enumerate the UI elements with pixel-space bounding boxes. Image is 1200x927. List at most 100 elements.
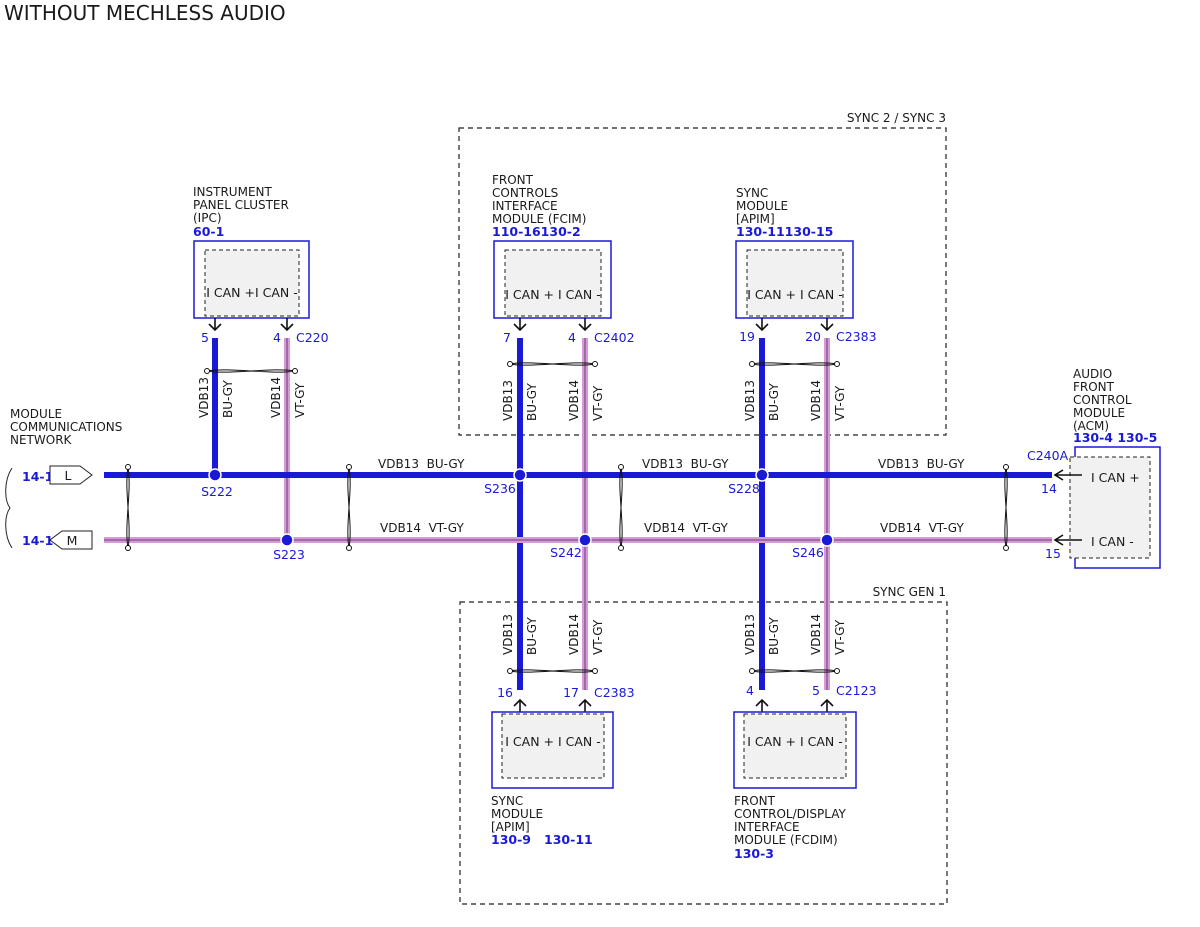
vertical-wires <box>212 338 830 690</box>
acm-pin-a: 14 <box>1041 481 1057 496</box>
fcim-pin-arrow-b <box>578 318 592 332</box>
apim-bottom-box-label: I CAN + I CAN - <box>505 734 600 749</box>
fcdim-pin-arrow-a <box>755 698 769 712</box>
fcim-connector: C2402 <box>594 330 635 345</box>
apim-bottom-wire-a-id: VDB13 <box>501 614 515 655</box>
mcn-brace <box>5 467 13 549</box>
ipc-inner-box <box>204 249 300 317</box>
fcdim-name-4: MODULE (FCDIM) <box>734 833 838 847</box>
apim-bottom-name-1: SYNC <box>491 794 523 808</box>
mcn-label-1: MODULE <box>10 407 62 421</box>
bus-twist-markers <box>125 464 1009 551</box>
apim-bottom-name-2: MODULE <box>491 807 543 821</box>
fcim-name-1: FRONT <box>492 173 534 187</box>
ipc-box-label: I CAN +I CAN - <box>206 285 298 300</box>
fcdim-name-2: CONTROL/DISPLAY <box>734 807 847 821</box>
apim-top-ref: 130-11130-15 <box>736 224 833 239</box>
apim-top-wire-b-color: VT-GY <box>833 385 847 421</box>
acm-line-b: I CAN - <box>1091 534 1134 549</box>
acm-pin-arrow-b <box>1053 534 1082 546</box>
splice-label-s242: S242 <box>550 545 582 560</box>
bus-label-low-2: VDB14 VT-GY <box>644 521 728 535</box>
acm-module: AUDIO FRONT CONTROL MODULE (ACM) 130-4 1… <box>1027 367 1161 569</box>
bus-label-high-1: VDB13 BU-GY <box>378 457 465 471</box>
apim-top-module: SYNC MODULE [APIM] 130-11130-15 I CAN + … <box>735 186 877 421</box>
fcdim-wire-b-id: VDB14 <box>809 614 823 655</box>
fcdim-module: VDB13 BU-GY VDB14 VT-GY 4 5 C2123 I CAN … <box>733 614 877 861</box>
apim-top-name-2: MODULE <box>736 199 788 213</box>
conn-l-ref: 14-1 <box>22 469 53 484</box>
fcdim-wire-b-color: VT-GY <box>833 619 847 655</box>
fcim-name-3: INTERFACE <box>492 199 558 213</box>
diagram-title: WITHOUT MECHLESS AUDIO <box>4 1 286 25</box>
bus-wire-labels: VDB13 BU-GY VDB13 BU-GY VDB13 BU-GY VDB1… <box>378 457 965 535</box>
apim-top-pin-a: 19 <box>739 329 755 344</box>
acm-name-1: AUDIO <box>1073 367 1112 381</box>
fcdim-wire-a-id: VDB13 <box>743 614 757 655</box>
fcdim-name-1: FRONT <box>734 794 776 808</box>
apim-bottom-pin-arrow-a <box>513 698 527 712</box>
ipc-module: INSTRUMENT PANEL CLUSTER (IPC) 60-1 I CA… <box>193 185 329 418</box>
apim-bottom-pin-b: 17 <box>563 685 579 700</box>
fcim-inner-box <box>504 249 602 317</box>
fcim-wire-b-id: VDB14 <box>567 380 581 421</box>
apim-top-pin-arrow-b <box>820 318 834 332</box>
bus-label-low-3: VDB14 VT-GY <box>880 521 964 535</box>
apim-top-wire-b-id: VDB14 <box>809 380 823 421</box>
fcim-name-4: MODULE (FCIM) <box>492 212 586 226</box>
fcdim-wire-a-color: BU-GY <box>767 617 781 655</box>
acm-name-4: MODULE <box>1073 406 1125 420</box>
ipc-name-3: (IPC) <box>193 211 222 225</box>
fcim-module: FRONT CONTROLS INTERFACE MODULE (FCIM) 1… <box>492 173 635 421</box>
conn-m-ref: 14-1 <box>22 533 53 548</box>
sync23-region <box>458 127 947 436</box>
acm-pin-arrow-a <box>1053 469 1082 481</box>
fcim-wire-a-color: BU-GY <box>525 383 539 421</box>
splice-label-s246: S246 <box>792 545 824 560</box>
apim-bottom-wire-b-color: VT-GY <box>591 619 605 655</box>
ipc-name-1: INSTRUMENT <box>193 185 272 199</box>
splice-s242 <box>578 533 592 547</box>
apim-top-name-3: [APIM] <box>736 212 775 226</box>
splice-s246 <box>820 533 834 547</box>
bus-label-low-1: VDB14 VT-GY <box>380 521 464 535</box>
splice-dots <box>208 468 834 547</box>
acm-pin-b: 15 <box>1045 546 1061 561</box>
apim-top-pin-arrow-a <box>755 318 769 332</box>
apim-top-wire-a-id: VDB13 <box>743 380 757 421</box>
conn-m-letter: M <box>67 533 78 548</box>
fcim-pin-b: 4 <box>568 330 576 345</box>
apim-bottom-wire-b-id: VDB14 <box>567 614 581 655</box>
fcdim-inner-box <box>743 713 847 779</box>
bus-label-high-2: VDB13 BU-GY <box>642 457 729 471</box>
apim-bottom-pin-a: 16 <box>497 685 513 700</box>
apim-bottom-connector: C2383 <box>594 685 635 700</box>
mcn-label-3: NETWORK <box>10 433 73 447</box>
apim-bottom-ref: 130-9 130-11 <box>491 832 593 847</box>
vertical-twist-markers <box>204 361 840 674</box>
apim-top-inner-box <box>746 249 844 317</box>
splice-s222 <box>208 468 222 482</box>
conn-l-tag <box>49 465 93 485</box>
fcim-wire-a-id: VDB13 <box>501 380 515 421</box>
apim-bottom-pin-arrow-b <box>578 698 592 712</box>
module-communications-network: MODULE COMMUNICATIONS NETWORK 14-1 L 14-… <box>5 407 122 550</box>
acm-name-5: (ACM) <box>1073 419 1109 433</box>
apim-top-pin-b: 20 <box>805 329 821 344</box>
fcim-box-label: I CAN + I CAN - <box>505 287 600 302</box>
acm-line-a: I CAN + <box>1091 470 1140 485</box>
apim-bottom-module: VDB13 BU-GY VDB14 VT-GY 16 17 C2383 I CA… <box>491 614 635 847</box>
splice-label-s228: S228 <box>728 481 760 496</box>
conn-l-letter: L <box>65 468 72 483</box>
bus-label-high-3: VDB13 BU-GY <box>878 457 965 471</box>
fcdim-name-3: INTERFACE <box>734 820 800 834</box>
splice-s223 <box>280 533 294 547</box>
apim-top-box-label: I CAN + I CAN - <box>747 287 842 302</box>
splice-label-s222: S222 <box>201 484 233 499</box>
fcim-name-2: CONTROLS <box>492 186 558 200</box>
splice-s228 <box>755 468 769 482</box>
fcdim-pin-arrow-b <box>820 698 834 712</box>
acm-connector: C240A <box>1027 448 1069 463</box>
apim-top-connector: C2383 <box>836 329 877 344</box>
apim-bottom-inner-box <box>501 713 605 779</box>
